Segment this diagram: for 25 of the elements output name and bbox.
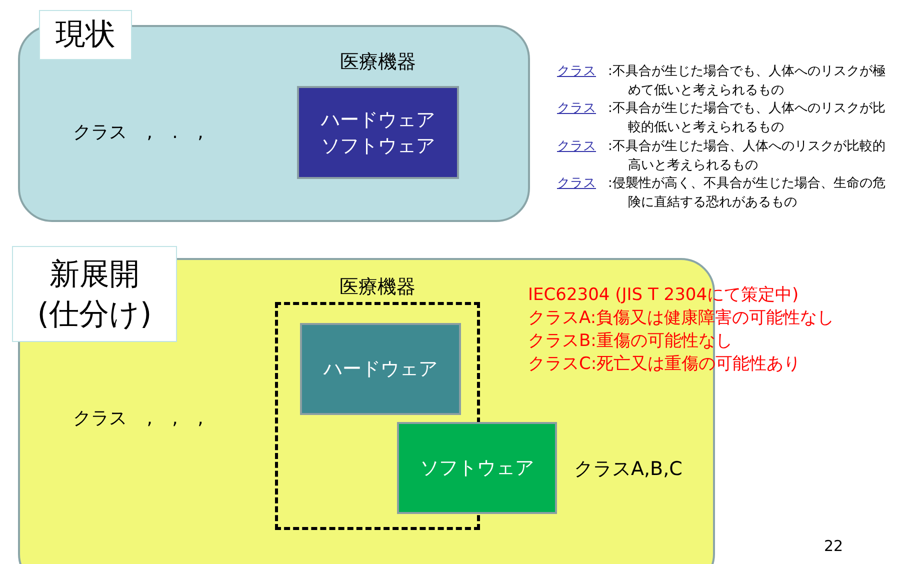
- class-link: クラス: [557, 138, 597, 155]
- device-box: [300, 323, 461, 415]
- class-definition: :不具合が生じた場合でも、人体へのリスクが比較的低いと考えられるもの: [608, 100, 886, 137]
- standard-note: クラスB:重傷の可能性なし: [528, 330, 732, 352]
- box-label: ハードウェア: [324, 357, 438, 382]
- panel-title: 現状: [39, 10, 132, 60]
- class-definition: :不具合が生じた場合でも、人体へのリスクが極めて低いと考えられるもの: [608, 63, 886, 100]
- class-note: クラス , . ,: [73, 121, 204, 144]
- section-heading: 医療機器: [339, 50, 417, 75]
- box-label: ソフトウェア: [420, 456, 534, 481]
- box-label: ハードウェア: [321, 108, 435, 132]
- class-note: クラスA,B,C: [574, 457, 682, 482]
- page-number: 22: [824, 537, 844, 555]
- class-link: クラス: [557, 63, 597, 80]
- box-label: ソフトウェア: [321, 134, 435, 158]
- class-link: クラス: [557, 100, 597, 117]
- class-note: クラス , , ,: [73, 407, 204, 430]
- class-link: クラス: [557, 175, 597, 192]
- standard-note: クラスC:死亡又は重傷の可能性あり: [528, 353, 801, 375]
- section-heading: 医療機器: [338, 275, 416, 300]
- class-definition: :不具合が生じた場合、人体へのリスクが比較的高いと考えられるもの: [608, 138, 886, 175]
- standard-note: クラスA:負傷又は健康障害の可能性なし: [528, 307, 834, 329]
- panel-title: 新展開(仕分け): [12, 246, 177, 342]
- standard-note: IEC62304 (JIS T 2304にて策定中): [528, 284, 799, 306]
- class-definition: :侵襲性が高く、不具合が生じた場合、生命の危険に直結する恐れがあるもの: [608, 175, 886, 212]
